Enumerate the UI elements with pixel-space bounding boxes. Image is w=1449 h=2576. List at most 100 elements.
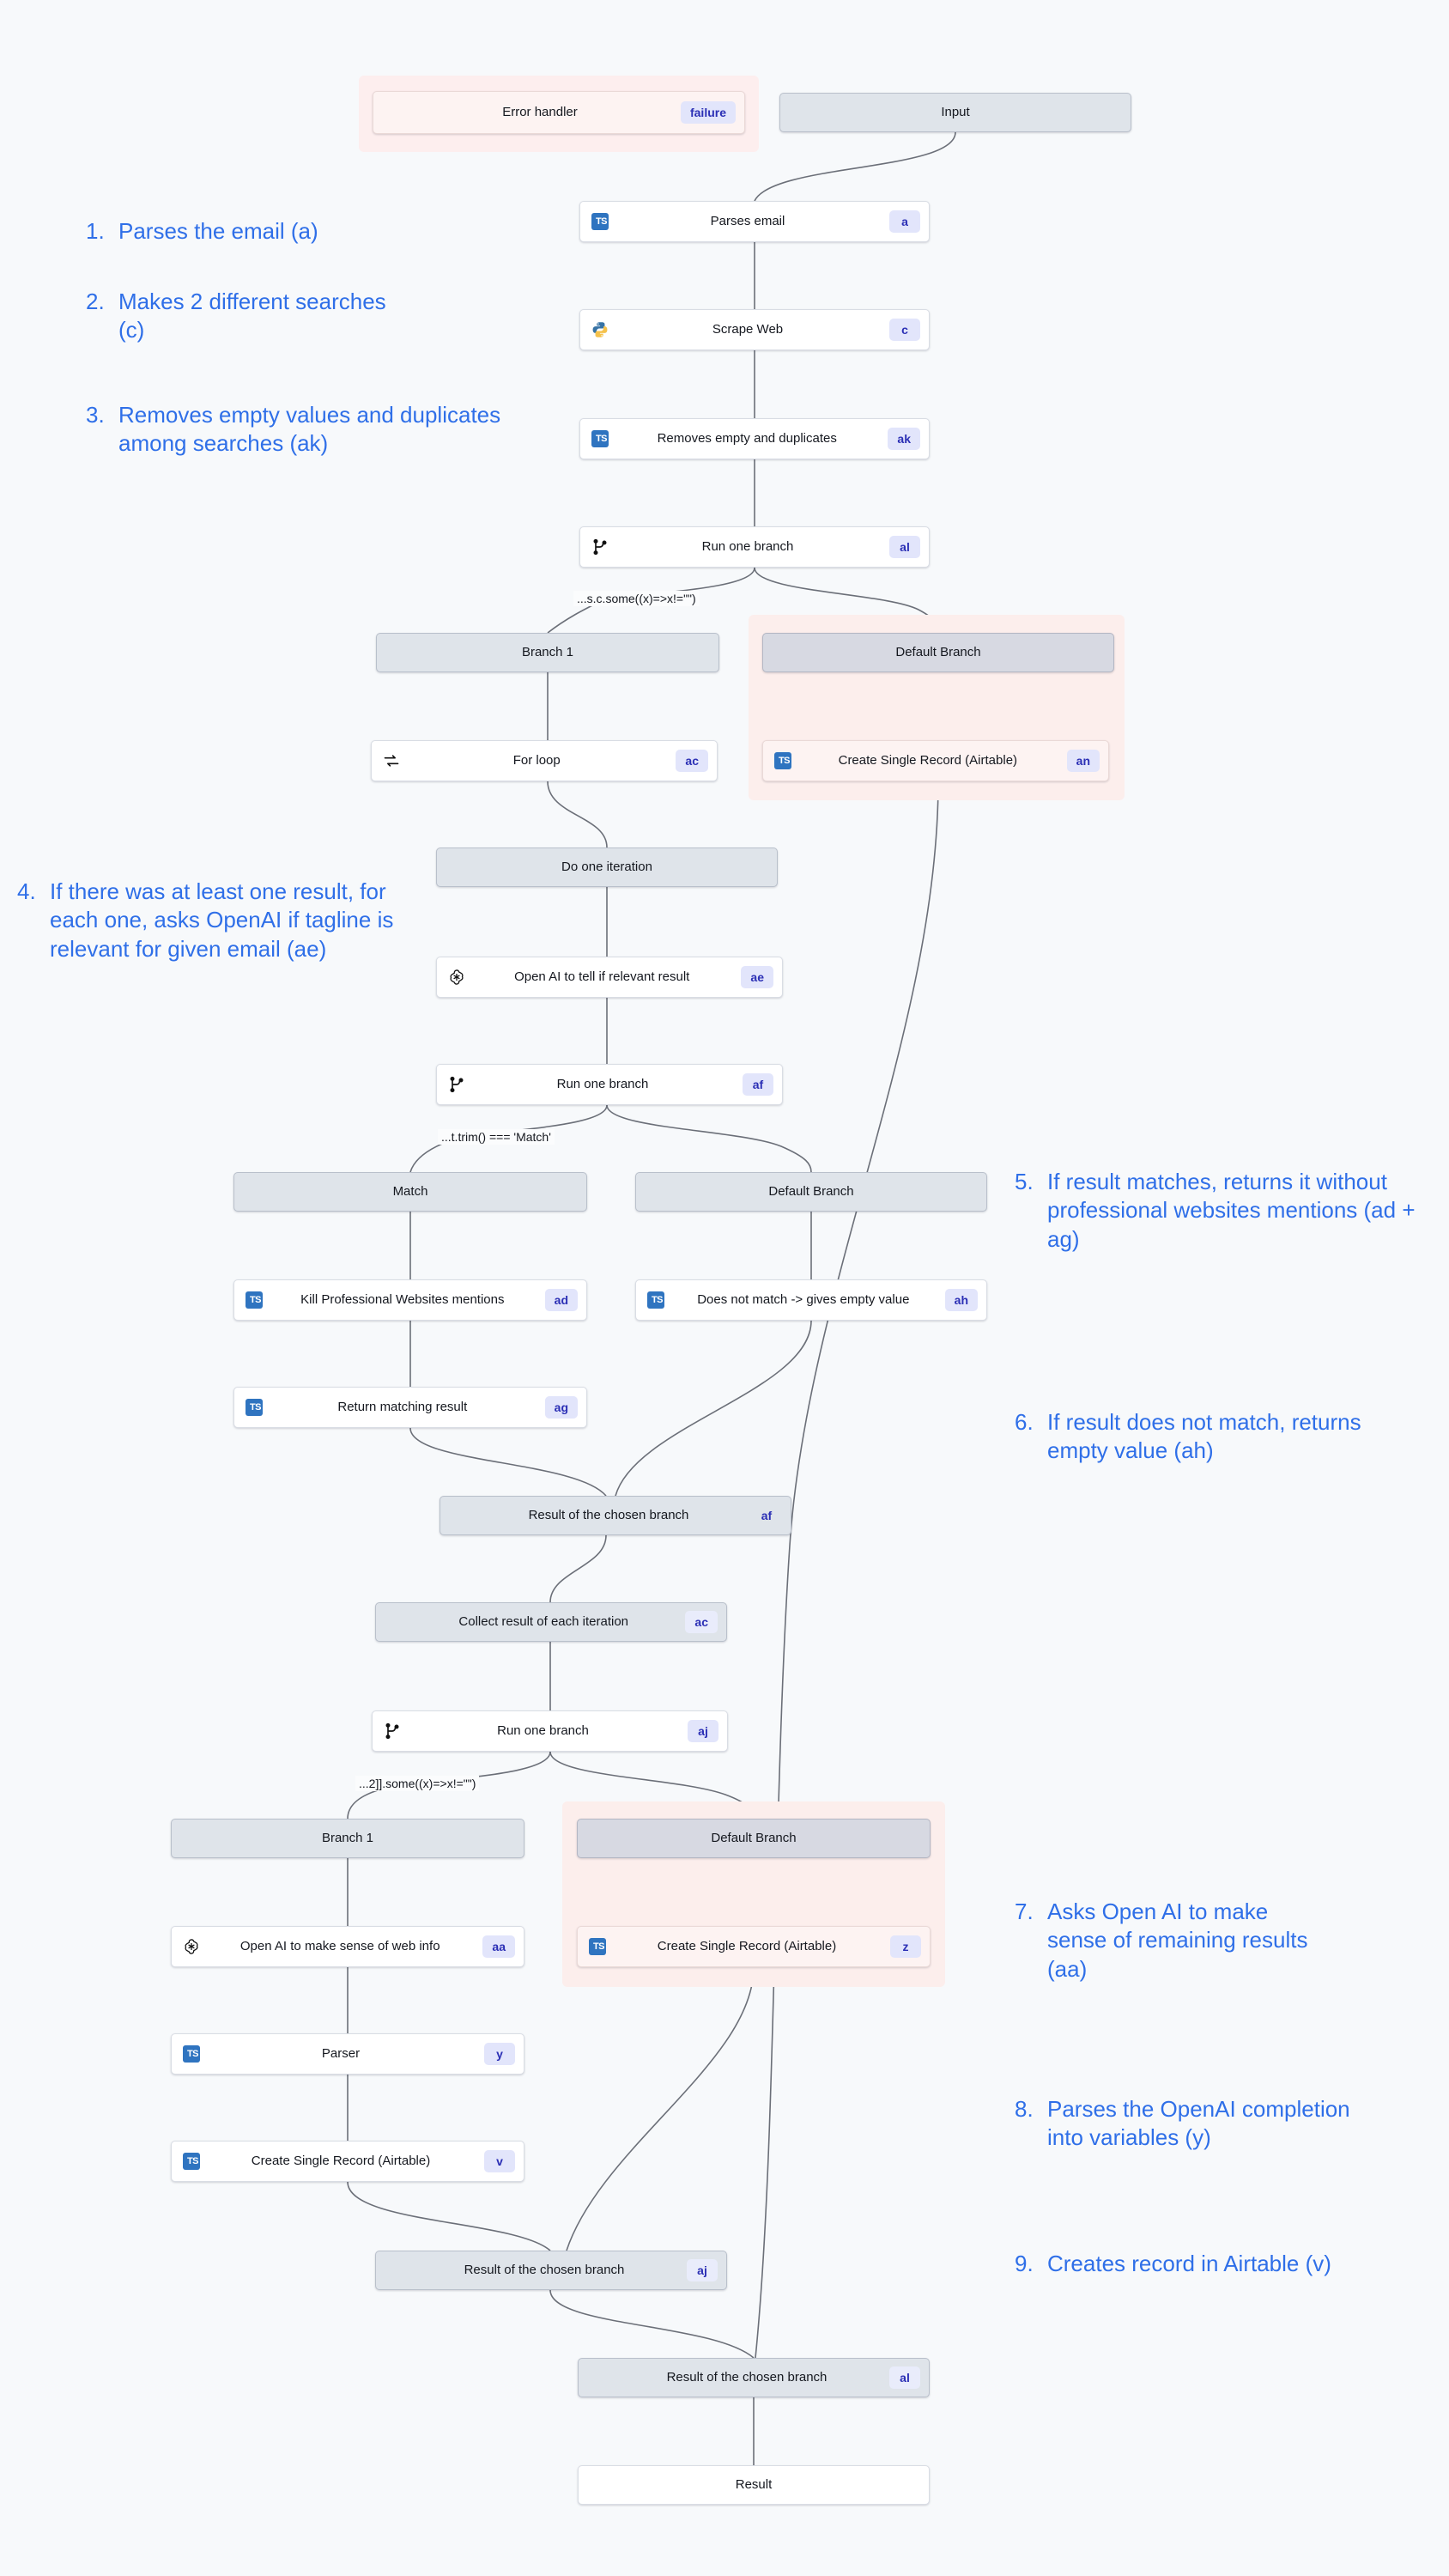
node-label: Branch 1 <box>321 1831 374 1845</box>
node-label: Kill Professional Websites mentions <box>300 1292 505 1307</box>
node-label: Result of the chosen branch <box>666 2370 828 2385</box>
node-result-of-chosen-branch-af[interactable]: Result of the chosen branch af <box>440 1496 791 1535</box>
node-label: Error handler <box>502 105 578 119</box>
node-badge: z <box>890 1935 921 1958</box>
annotation-step-9: 9. Creates record in Airtable (v) <box>1015 2250 1341 2278</box>
node-parses-email[interactable]: TS Parses email a <box>579 201 930 242</box>
node-branch-1-top[interactable]: Branch 1 <box>376 633 719 672</box>
node-result-of-chosen-branch-aj[interactable]: Result of the chosen branch aj <box>375 2251 727 2290</box>
node-return-matching-result[interactable]: TS Return matching result ag <box>233 1387 587 1428</box>
annotation-number: 4. <box>17 878 36 904</box>
node-badge: af <box>743 1073 773 1096</box>
node-match-branch[interactable]: Match <box>233 1172 587 1212</box>
node-label: Result <box>735 2477 773 2492</box>
typescript-icon: TS <box>180 2043 203 2065</box>
node-create-single-record-an[interactable]: TS Create Single Record (Airtable) an <box>762 740 1109 781</box>
node-badge: v <box>484 2150 515 2172</box>
node-label: Scrape Web <box>712 322 784 337</box>
node-label: Collect result of each iteration <box>458 1614 629 1629</box>
node-default-branch-top[interactable]: Default Branch <box>762 633 1114 672</box>
node-badge: ah <box>944 1289 978 1311</box>
annotation-step-5: 5. If result matches, returns it without… <box>1015 1168 1444 1254</box>
node-scrape-web[interactable]: Scrape Web c <box>579 309 930 350</box>
node-badge: ae <box>741 966 773 988</box>
node-run-one-branch-al[interactable]: Run one branch al <box>579 526 930 568</box>
annotation-step-6: 6. If result does not match, returns emp… <box>1015 1408 1427 1466</box>
node-result[interactable]: Result <box>578 2465 930 2505</box>
node-label: Create Single Record (Airtable) <box>838 753 1018 768</box>
node-create-single-record-z[interactable]: TS Create Single Record (Airtable) z <box>577 1926 931 1967</box>
node-badge: ak <box>888 428 920 450</box>
annotation-number: 2. <box>86 289 105 314</box>
node-label: Match <box>392 1184 428 1199</box>
annotation-number: 3. <box>86 402 105 428</box>
loop-icon <box>380 750 403 772</box>
node-removes-empty-and-duplicates[interactable]: TS Removes empty and duplicates ak <box>579 418 930 459</box>
python-icon <box>589 319 611 341</box>
node-run-one-branch-aj[interactable]: Run one branch aj <box>372 1710 728 1752</box>
annotation-text: Parses the email (a) <box>118 218 318 244</box>
annotation-number: 1. <box>86 218 105 244</box>
typescript-icon: TS <box>243 1289 265 1311</box>
annotation-step-4: 4. If there was at least one result, for… <box>17 878 408 963</box>
node-input[interactable]: Input <box>779 93 1131 132</box>
branch-icon <box>446 1073 468 1096</box>
node-label: Open AI to tell if relevant result <box>514 969 690 984</box>
typescript-icon: TS <box>586 1935 609 1958</box>
typescript-icon: TS <box>772 750 794 772</box>
node-default-branch-bottom[interactable]: Default Branch <box>577 1819 931 1858</box>
node-label: Result of the chosen branch <box>464 2263 625 2277</box>
annotation-text: Asks Open AI to make sense of remaining … <box>1047 1899 1308 1982</box>
node-badge: ac <box>685 1611 718 1633</box>
node-label: Default Branch <box>711 1831 797 1845</box>
annotation-number: 7. <box>1015 1899 1034 1924</box>
node-label: Removes empty and duplicates <box>657 431 837 446</box>
edge-condition-af: ...t.trim() === 'Match' <box>438 1129 555 1145</box>
node-label: Run one branch <box>497 1723 589 1738</box>
annotation-text: If there was at least one result, for ea… <box>50 878 394 962</box>
annotation-text: Makes 2 different searches (c) <box>118 289 386 343</box>
node-label: Input <box>941 105 970 119</box>
node-badge: al <box>889 2366 920 2389</box>
node-error-handler[interactable]: Error handler failure <box>373 91 745 134</box>
node-label: Create Single Record (Airtable) <box>251 2154 431 2168</box>
node-badge: ac <box>676 750 708 772</box>
node-badge: af <box>761 1509 773 1522</box>
node-label: Create Single Record (Airtable) <box>657 1939 837 1953</box>
node-result-of-chosen-branch-al[interactable]: Result of the chosen branch al <box>578 2358 930 2397</box>
node-collect-result-each-iteration[interactable]: Collect result of each iteration ac <box>375 1602 727 1642</box>
node-label: Does not match -> gives empty value <box>697 1292 910 1307</box>
node-label: Default Branch <box>895 645 981 659</box>
node-badge: a <box>889 210 920 233</box>
node-badge: aj <box>688 1720 718 1742</box>
annotation-text: If result does not match, returns empty … <box>1047 1409 1361 1464</box>
annotation-number: 8. <box>1015 2096 1034 2122</box>
node-label: For loop <box>512 753 561 768</box>
node-label: Run one branch <box>556 1077 649 1091</box>
annotation-text: Creates record in Airtable (v) <box>1047 2251 1331 2276</box>
branch-icon <box>381 1720 403 1742</box>
node-openai-relevant-result[interactable]: Open AI to tell if relevant result ae <box>436 957 783 998</box>
annotation-step-7: 7. Asks Open AI to make sense of remaini… <box>1015 1898 1332 1984</box>
node-parser[interactable]: TS Parser y <box>171 2033 524 2075</box>
node-create-single-record-v[interactable]: TS Create Single Record (Airtable) v <box>171 2141 524 2182</box>
node-badge: ad <box>544 1289 578 1311</box>
node-run-one-branch-af[interactable]: Run one branch af <box>436 1064 783 1105</box>
node-badge: failure <box>680 101 736 124</box>
node-badge: c <box>889 319 920 341</box>
node-do-one-iteration[interactable]: Do one iteration <box>436 848 778 887</box>
node-label: Default Branch <box>768 1184 854 1199</box>
node-branch-1-bottom[interactable]: Branch 1 <box>171 1819 524 1858</box>
node-badge: aa <box>482 1935 515 1958</box>
node-label: Branch 1 <box>521 645 574 659</box>
node-label: Parses email <box>710 214 785 228</box>
node-badge: aj <box>687 2259 718 2281</box>
node-badge: y <box>484 2043 515 2065</box>
node-default-branch-mid[interactable]: Default Branch <box>635 1172 987 1212</box>
node-kill-professional-websites-mentions[interactable]: TS Kill Professional Websites mentions a… <box>233 1279 587 1321</box>
node-does-not-match[interactable]: TS Does not match -> gives empty value a… <box>635 1279 987 1321</box>
node-openai-make-sense-web-info[interactable]: Open AI to make sense of web info aa <box>171 1926 524 1967</box>
node-for-loop[interactable]: For loop ac <box>371 740 718 781</box>
annotation-number: 9. <box>1015 2251 1034 2276</box>
